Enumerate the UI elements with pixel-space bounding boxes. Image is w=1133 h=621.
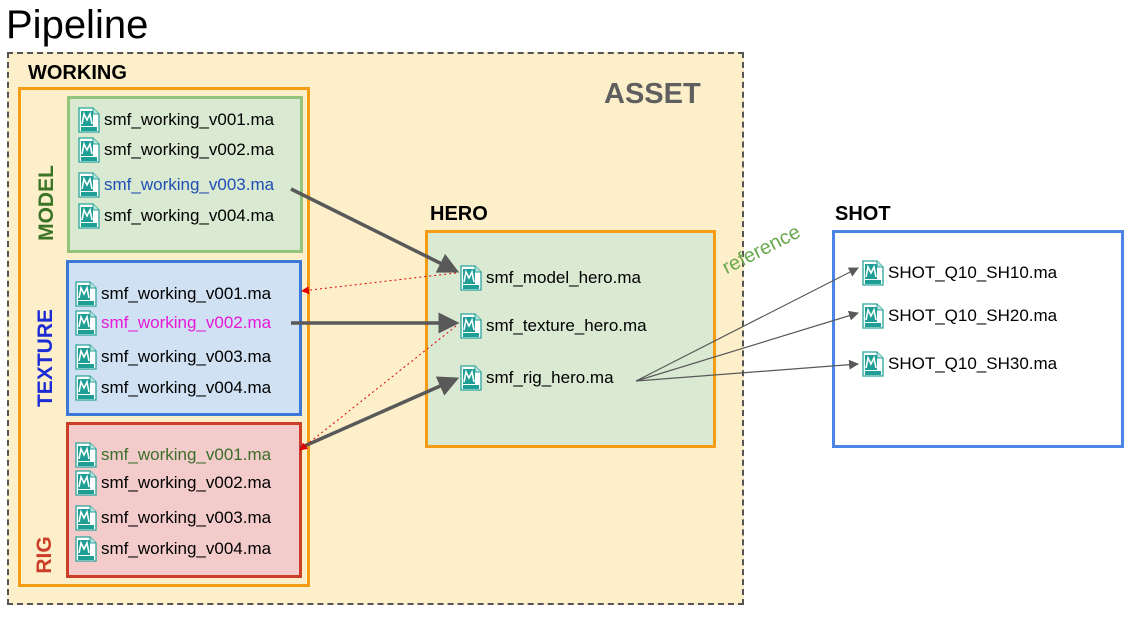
file-name: smf_rig_hero.ma [486,368,614,387]
working-container [18,87,310,587]
model-file-v001[interactable]: smf_working_v001.ma [78,107,274,133]
hero-label: HERO [430,203,488,225]
dependency-arrow-texture [299,325,457,451]
rig-file-v004[interactable]: smf_working_v004.ma [75,536,271,562]
texture-file-v002[interactable]: smf_working_v002.ma [75,310,271,336]
model-file-v004[interactable]: smf_working_v004.ma [78,203,274,229]
maya-file-icon [460,265,482,291]
rig-file-v001[interactable]: smf_working_v001.ma [75,442,271,468]
rig-group [66,422,302,578]
model-file-v003[interactable]: smf_working_v003.ma [78,172,274,198]
texture-group [66,260,302,416]
maya-file-icon [75,375,97,401]
file-name: smf_model_hero.ma [486,268,641,287]
file-name: smf_working_v001.ma [101,445,272,464]
file-name: smf_working_v001.ma [101,284,272,303]
rig-file-v003[interactable]: smf_working_v003.ma [75,505,271,531]
maya-file-icon [78,107,100,133]
maya-file-icon [78,203,100,229]
hero-file-texture[interactable]: smf_texture_hero.ma [460,313,647,339]
maya-file-icon [75,310,97,336]
file-name: smf_working_v003.ma [101,508,272,527]
maya-file-icon [75,442,97,468]
hero-file-model[interactable]: smf_model_hero.ma [460,265,641,291]
maya-file-icon [862,303,884,329]
reference-arrow-sh30 [635,359,859,382]
maya-file-icon [460,313,482,339]
dependency-arrow-model [301,272,457,295]
reference-arrow-sh10 [635,267,859,382]
hero-file-rig[interactable]: smf_rig_hero.ma [460,365,614,391]
shot-file-sh30[interactable]: SHOT_Q10_SH30.ma [862,351,1057,377]
file-name: smf_working_v002.ma [101,473,272,492]
file-name: smf_working_v002.ma [104,140,275,159]
maya-file-icon [78,137,100,163]
file-name: smf_working_v004.ma [104,206,275,225]
publish-arrow-rig [299,376,460,450]
publish-arrow-model [290,187,460,273]
file-name: smf_working_v003.ma [101,347,272,366]
file-name: smf_working_v004.ma [101,539,272,558]
shot-file-sh20[interactable]: SHOT_Q10_SH20.ma [862,303,1057,329]
maya-file-icon [75,470,97,496]
file-name: smf_texture_hero.ma [486,316,647,335]
maya-file-icon [460,365,482,391]
file-name: SHOT_Q10_SH30.ma [888,354,1058,373]
file-name: SHOT_Q10_SH10.ma [888,263,1058,282]
texture-file-v004[interactable]: smf_working_v004.ma [75,375,271,401]
asset-label: ASSET [604,78,701,110]
file-name: smf_working_v003.ma [104,175,275,194]
texture-file-v003[interactable]: smf_working_v003.ma [75,344,271,370]
file-name: smf_working_v004.ma [101,378,272,397]
working-label: WORKING [28,62,127,84]
file-name: SHOT_Q10_SH20.ma [888,306,1058,325]
texture-file-v001[interactable]: smf_working_v001.ma [75,281,271,307]
maya-file-icon [75,281,97,307]
model-file-v002[interactable]: smf_working_v002.ma [78,137,274,163]
maya-file-icon [78,172,100,198]
model-group [67,96,303,253]
page-title: Pipeline [6,3,149,47]
maya-file-icon [862,351,884,377]
shot-file-sh10[interactable]: SHOT_Q10_SH10.ma [862,260,1057,286]
reference-arrow-sh20 [635,310,859,382]
maya-file-icon [75,344,97,370]
maya-file-icon [75,536,97,562]
maya-file-icon [862,260,884,286]
shot-label: SHOT [835,203,891,225]
rig-file-v002[interactable]: smf_working_v002.ma [75,470,271,496]
file-name: smf_working_v001.ma [104,110,275,129]
maya-file-icon [75,505,97,531]
file-name: smf_working_v002.ma [101,313,272,332]
